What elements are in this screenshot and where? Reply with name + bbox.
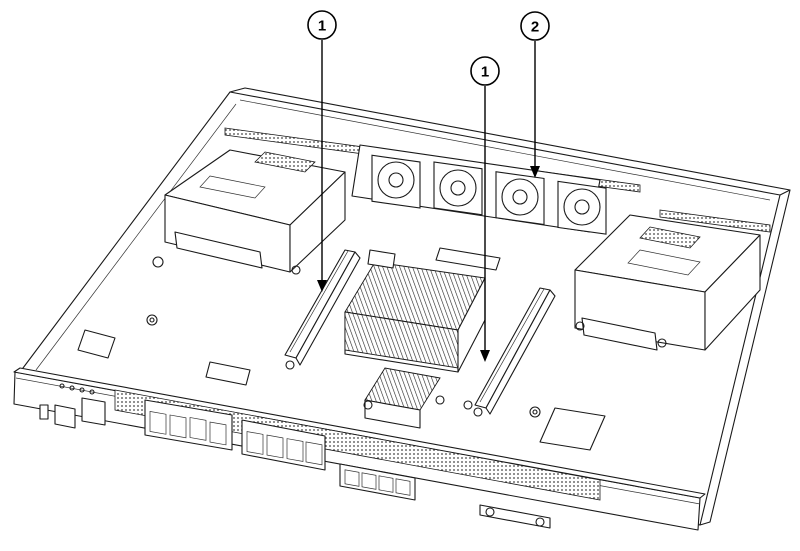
sfp-port-group-left	[144, 399, 233, 451]
fan-4	[557, 180, 607, 235]
callout-1-left-label: 1	[318, 18, 326, 35]
fan-3	[495, 171, 545, 226]
power-supply-right	[574, 214, 761, 351]
sfp-port-group-right	[339, 463, 416, 501]
fan-module	[351, 144, 607, 235]
front-vents	[114, 389, 601, 501]
memory-module-right	[473, 287, 556, 417]
fan-2	[433, 161, 483, 216]
callout-2: 2	[520, 11, 550, 41]
fan-1	[371, 154, 421, 209]
arrowhead-1-left	[317, 280, 327, 292]
cpu-heatsink	[344, 261, 486, 373]
arrowhead-1-right	[480, 350, 490, 362]
management-ports	[39, 383, 106, 429]
callout-1-right-label: 1	[481, 64, 489, 81]
memory-module-left	[284, 249, 361, 370]
callout-2-label: 2	[531, 19, 539, 36]
front-handle	[479, 504, 551, 529]
secondary-heatsink	[363, 367, 473, 429]
callout-1-right: 1	[470, 56, 500, 86]
board-components	[77, 247, 606, 451]
sfp-port-group-middle	[241, 419, 326, 471]
power-supply-left	[152, 149, 346, 275]
callout-1-left: 1	[307, 10, 337, 40]
arrowhead-2	[530, 166, 540, 178]
